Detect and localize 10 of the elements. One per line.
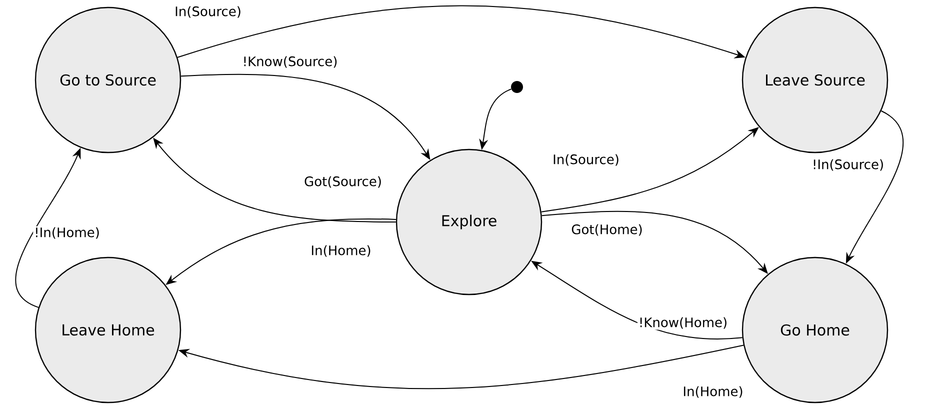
edge-label: !Know(Source): [241, 55, 339, 69]
edge-label: !In(Source): [810, 158, 886, 172]
edge-label: !In(Home): [33, 226, 101, 240]
edge-label: In(Home): [682, 385, 744, 399]
edge-label: Got(Home): [570, 223, 644, 237]
edge-label: In(Home): [310, 244, 372, 258]
edge-label: Got(Source): [303, 175, 383, 189]
start-dot: [511, 81, 523, 93]
edge-label: In(Source): [552, 153, 620, 167]
edge-label: !Know(Home): [637, 316, 729, 330]
